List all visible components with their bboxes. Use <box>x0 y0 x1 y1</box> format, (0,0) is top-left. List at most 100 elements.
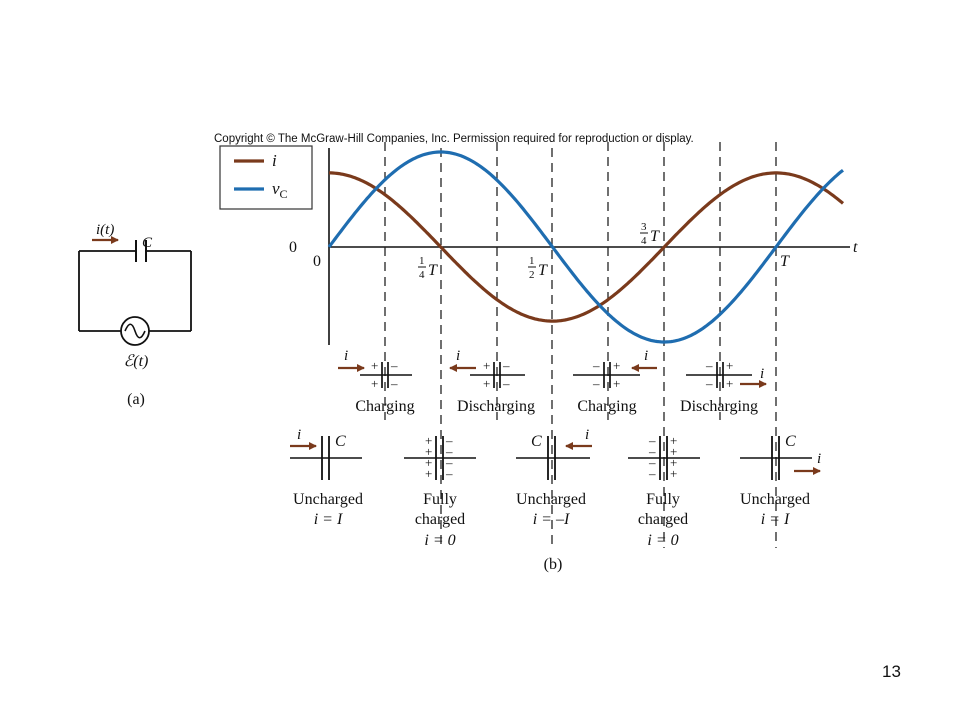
svg-text:i: i <box>644 348 648 364</box>
copyright-notice: Copyright © The McGraw-Hill Companies, I… <box>214 133 694 145</box>
legend: i vC <box>219 145 313 210</box>
svg-text:+: + <box>670 455 677 470</box>
state-fully-charged-2: – – – – + + + + Fully charged i = 0 <box>628 433 700 549</box>
phase-charging-1: + + – – i Charging <box>338 348 415 415</box>
state-row: C i Uncharged i = I + + + + – – – – Full… <box>290 427 821 573</box>
waveform-plot: 0 0 t 1 4 T 1 2 T 3 <box>219 142 858 548</box>
x-zero-label: 0 <box>313 253 321 270</box>
phase-label: Discharging <box>680 398 758 415</box>
svg-text:i: i <box>585 427 589 443</box>
svg-text:4: 4 <box>419 269 425 281</box>
tick-half-period: 1 2 T <box>528 255 548 281</box>
state-label: Fully <box>646 491 680 508</box>
circuit-a: i(t) C ℰ(t) (a) <box>78 222 192 408</box>
svg-text:T: T <box>650 228 660 245</box>
svg-text:+: + <box>425 433 432 448</box>
svg-text:i: i <box>760 366 764 382</box>
svg-text:i: i <box>817 451 821 467</box>
svg-text:+: + <box>425 444 432 459</box>
svg-text:+: + <box>483 358 490 373</box>
svg-text:1: 1 <box>529 255 535 267</box>
svg-text:–: – <box>648 466 656 481</box>
x-axis-variable: t <box>853 239 858 256</box>
svg-text:–: – <box>390 376 398 391</box>
state-label: i = –I <box>533 511 570 528</box>
svg-text:+: + <box>371 376 378 391</box>
state-label: Uncharged <box>740 491 810 508</box>
phase-discharging-2: – – + + i Discharging <box>680 358 767 415</box>
state-label: charged <box>638 511 688 528</box>
svg-text:–: – <box>648 433 656 448</box>
svg-text:+: + <box>371 358 378 373</box>
svg-text:C: C <box>785 433 796 450</box>
svg-text:+: + <box>670 466 677 481</box>
state-label: i = 0 <box>424 532 455 549</box>
svg-text:–: – <box>648 455 656 470</box>
phase-label: Discharging <box>457 398 535 415</box>
svg-text:–: – <box>705 376 713 391</box>
svg-text:–: – <box>705 358 713 373</box>
state-label: charged <box>415 511 465 528</box>
circuit-current-label: i(t) <box>96 222 114 238</box>
state-fully-charged-1: + + + + – – – – Fully charged i = 0 <box>404 433 476 549</box>
phase-charging-2: – – + + i Charging <box>573 348 657 415</box>
svg-text:T: T <box>538 262 548 279</box>
state-label: i = I <box>314 511 343 528</box>
svg-text:i: i <box>344 348 348 364</box>
svg-text:3: 3 <box>641 221 647 233</box>
svg-text:–: – <box>445 433 453 448</box>
state-uncharged-1: C i Uncharged i = I <box>290 427 363 528</box>
state-uncharged-2: C i Uncharged i = –I <box>516 427 592 528</box>
svg-text:1: 1 <box>419 255 425 267</box>
phase-label: Charging <box>577 398 636 415</box>
tick-quarter-period: 1 4 T <box>418 255 438 281</box>
svg-text:4: 4 <box>641 235 647 247</box>
voltage-curve <box>327 150 844 344</box>
ac-source-icon <box>120 316 150 346</box>
state-label: Uncharged <box>516 491 586 508</box>
svg-text:–: – <box>592 358 600 373</box>
state-label: i = 0 <box>647 532 678 549</box>
state-label: Fully <box>423 491 457 508</box>
circuit-source-label: ℰ(t) <box>124 353 149 370</box>
phase-row: + + – – i Charging + + – – i Discharging… <box>338 348 767 415</box>
state-label: i = I <box>761 511 790 528</box>
svg-text:–: – <box>445 455 453 470</box>
state-label: Uncharged <box>293 491 363 508</box>
tick-period: T <box>780 253 790 270</box>
svg-text:+: + <box>670 433 677 448</box>
svg-text:+: + <box>670 444 677 459</box>
phase-discharging-1: + + – – i Discharging <box>449 348 535 415</box>
svg-text:C: C <box>531 433 542 450</box>
panel-a-label: (a) <box>127 391 145 408</box>
legend-current-label: i <box>272 151 277 170</box>
svg-text:–: – <box>648 444 656 459</box>
svg-text:+: + <box>613 358 620 373</box>
svg-text:+: + <box>425 466 432 481</box>
phase-label: Charging <box>355 398 414 415</box>
svg-text:–: – <box>502 376 510 391</box>
svg-text:+: + <box>726 376 733 391</box>
svg-text:+: + <box>483 376 490 391</box>
tick-three-quarter-period: 3 4 T <box>640 221 660 247</box>
svg-text:+: + <box>425 455 432 470</box>
svg-text:2: 2 <box>529 269 535 281</box>
svg-text:–: – <box>390 358 398 373</box>
svg-text:T: T <box>428 262 438 279</box>
svg-text:–: – <box>445 444 453 459</box>
circuit-capacitor-label: C <box>142 235 153 251</box>
svg-text:–: – <box>592 376 600 391</box>
svg-text:C: C <box>335 433 346 450</box>
current-curve <box>329 171 845 323</box>
svg-text:i: i <box>297 427 301 443</box>
svg-text:–: – <box>445 466 453 481</box>
svg-text:–: – <box>502 358 510 373</box>
y-zero-label: 0 <box>289 239 297 256</box>
svg-text:i: i <box>456 348 460 364</box>
legend-voltage-label: vC <box>272 179 288 201</box>
state-uncharged-3: C i Uncharged i = I <box>740 433 821 528</box>
svg-text:+: + <box>726 358 733 373</box>
page-number: 13 <box>882 662 901 681</box>
panel-b-label: (b) <box>544 556 563 573</box>
